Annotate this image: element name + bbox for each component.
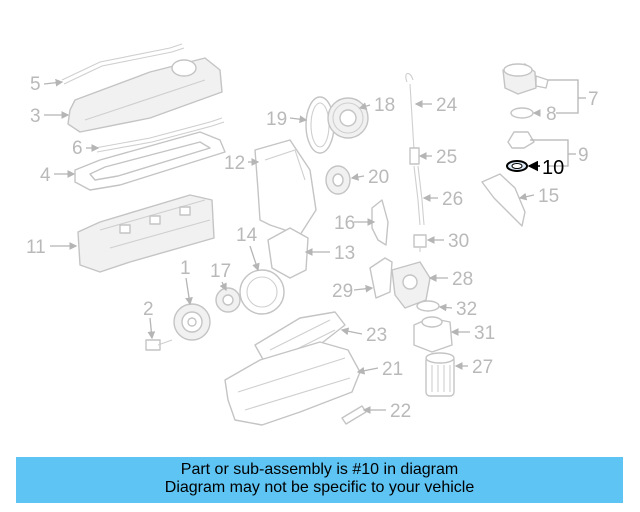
callout-15: 15 <box>538 186 559 207</box>
callout-27: 27 <box>472 357 493 378</box>
footer-line-2: Diagram may not be specific to your vehi… <box>164 479 475 496</box>
part-28-filter-housing <box>391 261 431 309</box>
part-9-cap <box>507 131 535 149</box>
callout-28: 28 <box>452 269 473 290</box>
part-27-oil-filter <box>425 352 455 397</box>
callout-2: 2 <box>143 299 154 320</box>
callout-12: 12 <box>224 153 245 174</box>
leader-lines <box>43 78 586 414</box>
callout-6: 6 <box>72 138 83 159</box>
callout-24: 24 <box>436 95 458 116</box>
callout-9: 9 <box>578 145 589 166</box>
callout-3: 3 <box>30 106 41 127</box>
part-17-sprocket <box>215 287 241 313</box>
callout-29: 29 <box>332 281 353 302</box>
callout-4: 4 <box>40 165 51 186</box>
callout-16: 16 <box>334 213 355 234</box>
part-16-bracket <box>371 199 389 246</box>
part-12-timing-cover <box>254 139 317 236</box>
part-7-filler-cap <box>502 63 549 95</box>
part-20-pulley <box>325 165 351 195</box>
callout-14: 14 <box>236 225 258 246</box>
part-1-crank-pulley <box>173 303 211 341</box>
callout-numbers: 5 3 6 4 11 12 19 18 20 24 25 26 16 13 14… <box>26 74 599 422</box>
callout-25: 25 <box>436 147 457 168</box>
callout-11: 11 <box>26 237 46 258</box>
part-21-oil-pan <box>224 341 361 426</box>
callout-13: 13 <box>334 243 355 264</box>
part-31-oil-cooler <box>413 316 453 353</box>
callout-32: 32 <box>456 299 477 320</box>
part-24-dipstick <box>405 72 415 151</box>
part-30-fitting <box>413 234 427 252</box>
part-5-cover-gasket <box>61 43 185 85</box>
callout-20: 20 <box>368 167 389 188</box>
callout-30: 30 <box>448 231 469 252</box>
part-8-cap-seal <box>510 107 534 119</box>
callout-5: 5 <box>30 74 41 95</box>
callout-22: 22 <box>390 401 411 422</box>
callout-1: 1 <box>180 258 191 279</box>
callout-18: 18 <box>374 95 395 116</box>
callout-17: 17 <box>210 261 231 282</box>
callout-23: 23 <box>366 325 387 346</box>
part-26-dipstick-tube <box>413 165 425 226</box>
part-14-plate <box>239 269 285 315</box>
part-29-housing-bracket <box>369 257 393 299</box>
part-2-bolt <box>145 339 173 351</box>
footer-banner: Part or sub-assembly is #10 in diagram D… <box>16 457 623 503</box>
callout-26: 26 <box>442 189 463 210</box>
part-18-sprocket <box>327 97 369 139</box>
part-13-cover <box>267 227 309 279</box>
callout-7: 7 <box>588 89 599 110</box>
engine-parts-diagram: 5 3 6 4 11 12 19 18 20 24 25 26 16 13 14… <box>26 43 599 426</box>
part-32-o-ring <box>416 300 440 312</box>
part-25-dipstick-seal <box>409 147 420 165</box>
part-11-cylinder-head <box>77 194 215 273</box>
callout-19: 19 <box>266 109 287 130</box>
callout-8: 8 <box>546 104 557 125</box>
part-3-valve-cover <box>67 57 223 133</box>
callout-21: 21 <box>382 359 403 380</box>
part-6-gasket <box>94 117 225 153</box>
part-15-guard <box>481 173 526 227</box>
part-10-seal-highlighted <box>506 160 528 172</box>
footer-line-1: Part or sub-assembly is #10 in diagram <box>180 461 459 478</box>
part-22-sealant-tube <box>341 405 367 425</box>
callout-31: 31 <box>474 323 495 344</box>
part-4-lower-gasket <box>74 131 226 191</box>
callout-10-highlighted: 10 <box>542 157 564 179</box>
